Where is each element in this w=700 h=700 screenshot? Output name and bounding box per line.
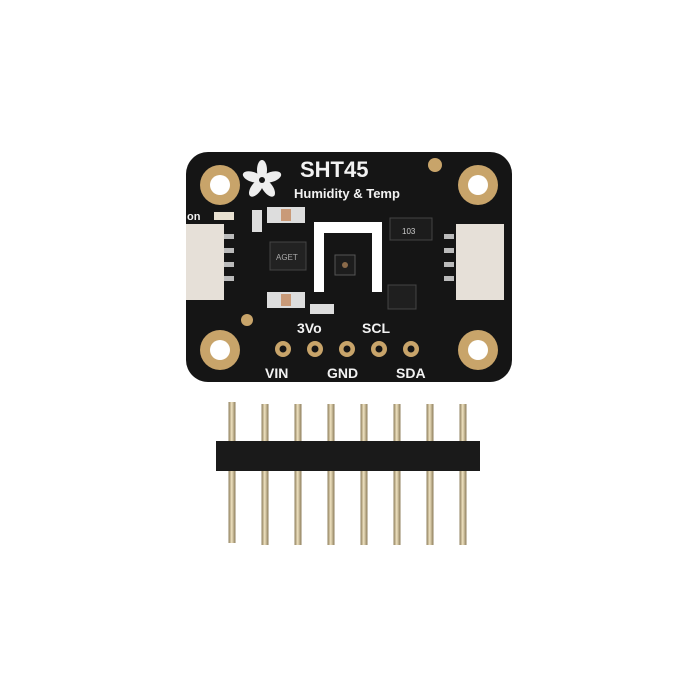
header-pin [294, 404, 302, 545]
level-shifter-chip [387, 284, 417, 310]
pin-label-3vo: 3Vo [297, 320, 322, 336]
header-pin [228, 402, 236, 543]
stemma-connector-left [186, 224, 234, 300]
power-led [214, 212, 234, 220]
pin-label-gnd: GND [327, 365, 358, 381]
header-pin [426, 404, 434, 545]
adafruit-flower-logo [242, 160, 282, 197]
mounting-holes [200, 158, 498, 370]
led-label: on [187, 211, 201, 223]
header-pin [393, 404, 401, 545]
voltage-regulator: AGET [269, 241, 307, 271]
pin-label-vin: VIN [265, 365, 288, 381]
resistor [252, 210, 262, 232]
resistor [310, 304, 334, 314]
header-pin [459, 404, 467, 545]
pcb-board: SHT45 Humidity & Temp on AGET [186, 152, 512, 382]
stemma-connector-right [444, 224, 504, 300]
header-pin [360, 404, 368, 545]
board-title: SHT45 [300, 157, 368, 182]
header-pin [327, 404, 335, 545]
header-plastic-body [216, 441, 480, 471]
header-pin [261, 404, 269, 545]
pin-label-sda: SDA [396, 365, 426, 381]
resistor-network: 103 [389, 217, 433, 241]
board-subtitle: Humidity & Temp [294, 186, 400, 201]
svg-text:AGET: AGET [276, 253, 298, 262]
pin-label-scl: SCL [362, 320, 390, 336]
pin-header [216, 402, 480, 545]
sensor-thermal-cutout [314, 222, 382, 292]
svg-text:103: 103 [402, 227, 416, 236]
